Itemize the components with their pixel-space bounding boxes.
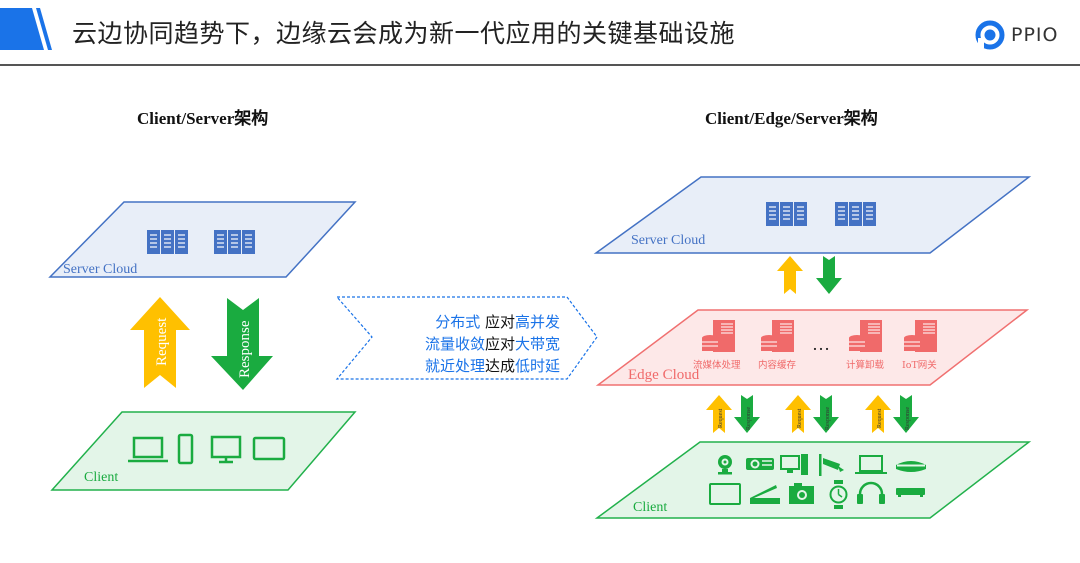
benefit-goal: 低时延 (514, 357, 560, 375)
benefit-line: 分布式 应对高并发 (360, 311, 560, 333)
server-rack-icon (213, 229, 256, 255)
edge-node-label: 内容缓存 (758, 359, 797, 371)
server-rack-icon (146, 229, 189, 255)
edge-ellipsis: … (812, 334, 830, 354)
response-arrow (813, 395, 839, 433)
response-label: Response (905, 407, 911, 430)
vr-headset-icon (896, 461, 926, 472)
benefit-goal: 大带宽 (514, 335, 560, 353)
smartwatch-icon (829, 480, 848, 509)
brand-name: PPIO (1011, 24, 1059, 46)
header-accent-shape (0, 8, 52, 50)
benefit-term: 分布式 (435, 313, 481, 331)
response-label: Response (237, 320, 253, 378)
edge-node-label: IoT网关 (902, 359, 937, 371)
benefit-term: 就近处理 (424, 357, 485, 375)
desktop-icon (780, 454, 808, 475)
ppio-logo-icon (975, 20, 1005, 50)
right-section-title: Client/Edge/Server架构 (705, 109, 878, 128)
benefit-line: 就近处理达成低时延 (360, 355, 560, 377)
edge-client-arrow-pair: Request Response (865, 395, 919, 433)
right-client-label: Client (633, 500, 667, 515)
right-edge-cloud-layer: … 流媒体处理 内容缓存 计算卸载 IoT网关 Edge Cloud (595, 309, 1030, 386)
left-server-cloud-layer: Server Cloud (48, 201, 357, 278)
right-server-cloud-layer: Server Cloud (593, 176, 1032, 254)
response-label: Response (746, 407, 752, 430)
monitor-icon (210, 435, 242, 464)
edge-client-arrow-pair: Request Response (706, 395, 760, 433)
header: 云边协同趋势下，边缘云会成为新一代应用的关键基础设施 PPIO (0, 0, 1080, 66)
benefit-verb: 应对 (484, 335, 515, 353)
edge-node-label: 流媒体处理 (693, 359, 741, 371)
left-section-title: Client/Server架构 (137, 109, 269, 128)
laptop-icon (855, 455, 887, 474)
right-server-cloud-label: Server Cloud (631, 233, 705, 248)
benefit-verb: 达成 (484, 357, 515, 375)
tablet-icon (252, 436, 286, 461)
scanner-icon (750, 485, 780, 504)
middle-benefits-text: 分布式 应对高并发 流量收敛应对大带宽 就近处理达成低时延 (360, 311, 560, 377)
tablet-icon (709, 483, 741, 505)
phone-icon (177, 433, 194, 465)
brand-logo: PPIO (975, 20, 1058, 50)
headphones-icon (857, 481, 885, 504)
edge-node-label: 计算卸载 (846, 359, 885, 371)
edge-client-arrow-pair: Request Response (785, 395, 839, 433)
request-label: Request (154, 317, 170, 366)
request-arrow (865, 395, 891, 433)
right-client-layer: Client (594, 441, 1032, 519)
request-label: Request (877, 408, 883, 428)
camera-icon (789, 483, 814, 504)
laptop-icon (128, 436, 168, 463)
server-edge-response-arrow (816, 256, 842, 294)
set-top-box-icon (896, 488, 925, 497)
request-arrow (706, 395, 732, 433)
benefit-goal: 高并发 (514, 313, 560, 331)
projector-icon (746, 458, 774, 470)
benefit-term: 流量收敛 (424, 335, 485, 353)
page-title: 云边协同趋势下，边缘云会成为新一代应用的关键基础设施 (72, 19, 736, 48)
server-edge-request-arrow (777, 256, 803, 294)
server-rack-icon (765, 201, 808, 227)
left-response-arrow: Response (211, 298, 273, 390)
webcam-icon (718, 455, 732, 475)
request-label: Request (718, 408, 724, 428)
request-label: Request (797, 408, 803, 428)
benefit-line: 流量收敛应对大带宽 (360, 333, 560, 355)
server-rack-icon (834, 201, 877, 227)
left-request-arrow: Request (130, 297, 190, 388)
right-edge-cloud-label: Edge Cloud (628, 367, 700, 383)
response-arrow (893, 395, 919, 433)
cctv-icon (819, 454, 844, 476)
left-client-label: Client (84, 470, 118, 485)
left-client-layer: Client (50, 411, 357, 491)
left-server-cloud-label: Server Cloud (63, 262, 137, 277)
middle-callout-shape (335, 296, 598, 380)
header-divider (0, 64, 1080, 66)
benefit-verb: 应对 (480, 313, 515, 331)
response-arrow (734, 395, 760, 433)
response-label: Response (825, 407, 831, 430)
request-arrow (785, 395, 811, 433)
